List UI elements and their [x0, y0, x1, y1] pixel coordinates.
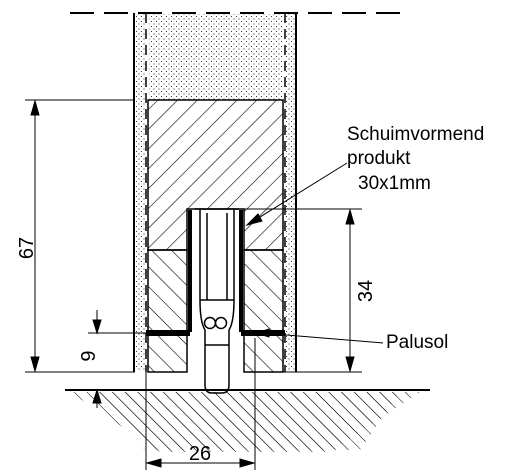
insert-tube [195, 208, 239, 394]
label-product-line1: Schuimvormend [347, 124, 484, 145]
dim-gap-height: 9 [78, 350, 100, 361]
dim-width: 26 [189, 443, 211, 465]
label-product-line3: 30x1mm [358, 173, 431, 194]
fill-block-lower-left [147, 249, 188, 373]
dimension-34 [244, 208, 362, 373]
ground-hatch [70, 392, 420, 452]
dimension-9 [88, 310, 146, 408]
dim-insert-height: 34 [355, 280, 377, 302]
leader-palusol [254, 328, 384, 344]
wall-face-left [135, 14, 145, 371]
leader-product [245, 162, 348, 226]
foam-strip [188, 210, 243, 332]
insert-bolts [203, 316, 228, 330]
fill-block-upper [147, 99, 284, 251]
label-product-line2: produkt [347, 148, 411, 169]
dim-total-height: 67 [16, 237, 38, 259]
dimension-67 [25, 99, 135, 373]
dimension-26 [145, 338, 256, 470]
fill-block-lower-right [243, 249, 284, 373]
label-palusol: Palusol [386, 332, 448, 353]
insulation-core [149, 14, 283, 100]
wall-face-right [286, 14, 295, 371]
wall-outline [133, 13, 297, 372]
